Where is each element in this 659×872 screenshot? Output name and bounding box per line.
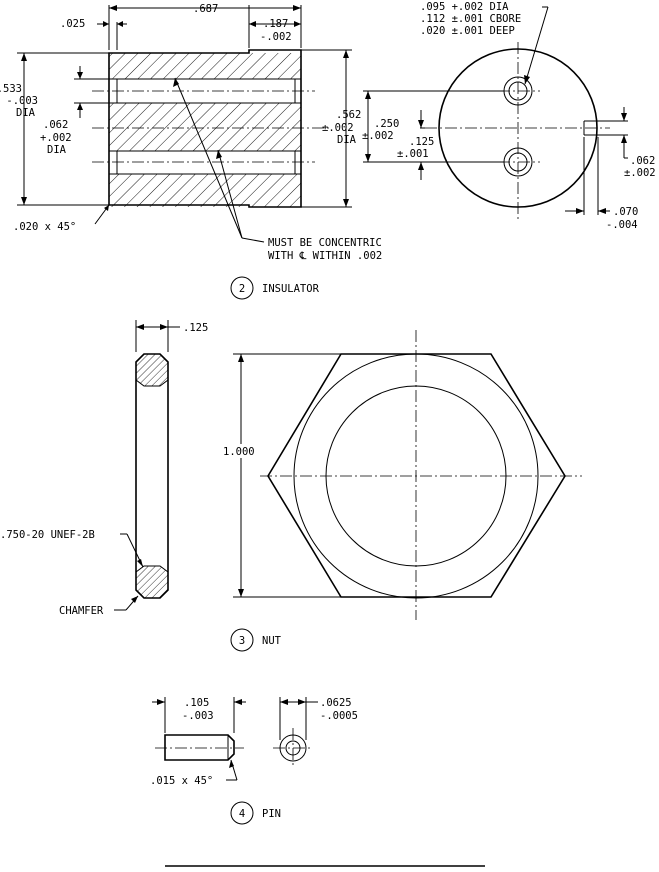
note-line1: .095 +.002 DIA — [420, 1, 509, 13]
dim-062b: +.002 — [40, 132, 72, 144]
dim-533a: .533 — [0, 83, 22, 95]
dim-250b: ±.002 — [362, 130, 394, 142]
dim-062b: ±.002 — [624, 167, 656, 179]
dim-125a: .125 — [409, 136, 434, 148]
concentric-line1: MUST BE CONCENTRIC — [268, 237, 382, 249]
insulator-end-view: .095 +.002 DIA .112 ±.001 CBORE .020 ±.0… — [362, 1, 656, 231]
nut-caption: 3 NUT — [230, 628, 282, 652]
pin-caption: 4 PIN — [230, 801, 281, 825]
pin-item-number: 4 — [239, 808, 245, 820]
pin-length-b: -.003 — [182, 710, 214, 722]
dim-533c: DIA — [16, 107, 36, 119]
insulator-left-dimensions: .533 -.003 DIA .062 +.002 DIA .020 x 45° — [0, 52, 110, 233]
insulator-right-dimensions: .562 ±.002 DIA — [301, 49, 361, 208]
dim-687: .687 — [193, 3, 218, 15]
insulator-item-number: 2 — [239, 283, 245, 295]
nut-across-flats: 1.000 — [223, 446, 255, 458]
concentric-note: MUST BE CONCENTRIC WITH ℄ WITHIN .002 — [173, 77, 382, 262]
nut-side-view: .125 .750-20 UNEF-2B CHAMFER — [0, 320, 208, 617]
note-line2: .112 ±.001 CBORE — [420, 13, 521, 25]
dim-062a: .062 — [43, 119, 68, 131]
pin-side-view: .105 -.003 .015 x 45° — [150, 697, 246, 787]
dim-070b: -.004 — [606, 219, 638, 231]
pin-chamfer-label: .015 x 45° — [150, 775, 213, 787]
dim-070a: .070 — [613, 206, 638, 218]
insulator-top-dimensions: .025 .687 .187 -.002 — [60, 3, 302, 50]
insulator-caption: 2 INSULATOR — [230, 276, 320, 300]
nut-thickness: .125 — [183, 322, 208, 334]
dim-062c: DIA — [47, 144, 67, 156]
dim-562a: .562 — [336, 109, 361, 121]
nut-thread-label: .750-20 UNEF-2B — [0, 529, 95, 541]
nut-chamfer-label: CHAMFER — [59, 605, 104, 617]
pin-dia-b: -.0005 — [320, 710, 358, 722]
dim-562c: DIA — [337, 134, 357, 146]
chamfer-label: .020 x 45° — [13, 221, 76, 233]
dim-125b: ±.001 — [397, 148, 429, 160]
pin-end-view: .0625 -.0005 — [273, 697, 358, 768]
pin-title: PIN — [262, 808, 281, 820]
dim-025: .025 — [60, 18, 85, 30]
nut-title: NUT — [262, 635, 282, 647]
dim-187b: -.002 — [260, 31, 292, 43]
insulator-section-view — [92, 49, 330, 208]
insulator-title: INSULATOR — [262, 283, 320, 295]
dim-562b: ±.002 — [322, 122, 354, 134]
pin-length-a: .105 — [184, 697, 209, 709]
dim-062a: .062 — [630, 155, 655, 167]
note-line3: .020 ±.001 DEEP — [420, 25, 515, 37]
dim-533b: -.003 — [6, 95, 38, 107]
dim-250a: .250 — [374, 118, 399, 130]
nut-front-view: 1.000 — [221, 330, 582, 620]
dim-187a: .187 — [263, 18, 288, 30]
pin-dia-a: .0625 — [320, 697, 352, 709]
concentric-line2: WITH ℄ WITHIN .002 — [268, 250, 382, 262]
nut-item-number: 3 — [239, 635, 245, 647]
